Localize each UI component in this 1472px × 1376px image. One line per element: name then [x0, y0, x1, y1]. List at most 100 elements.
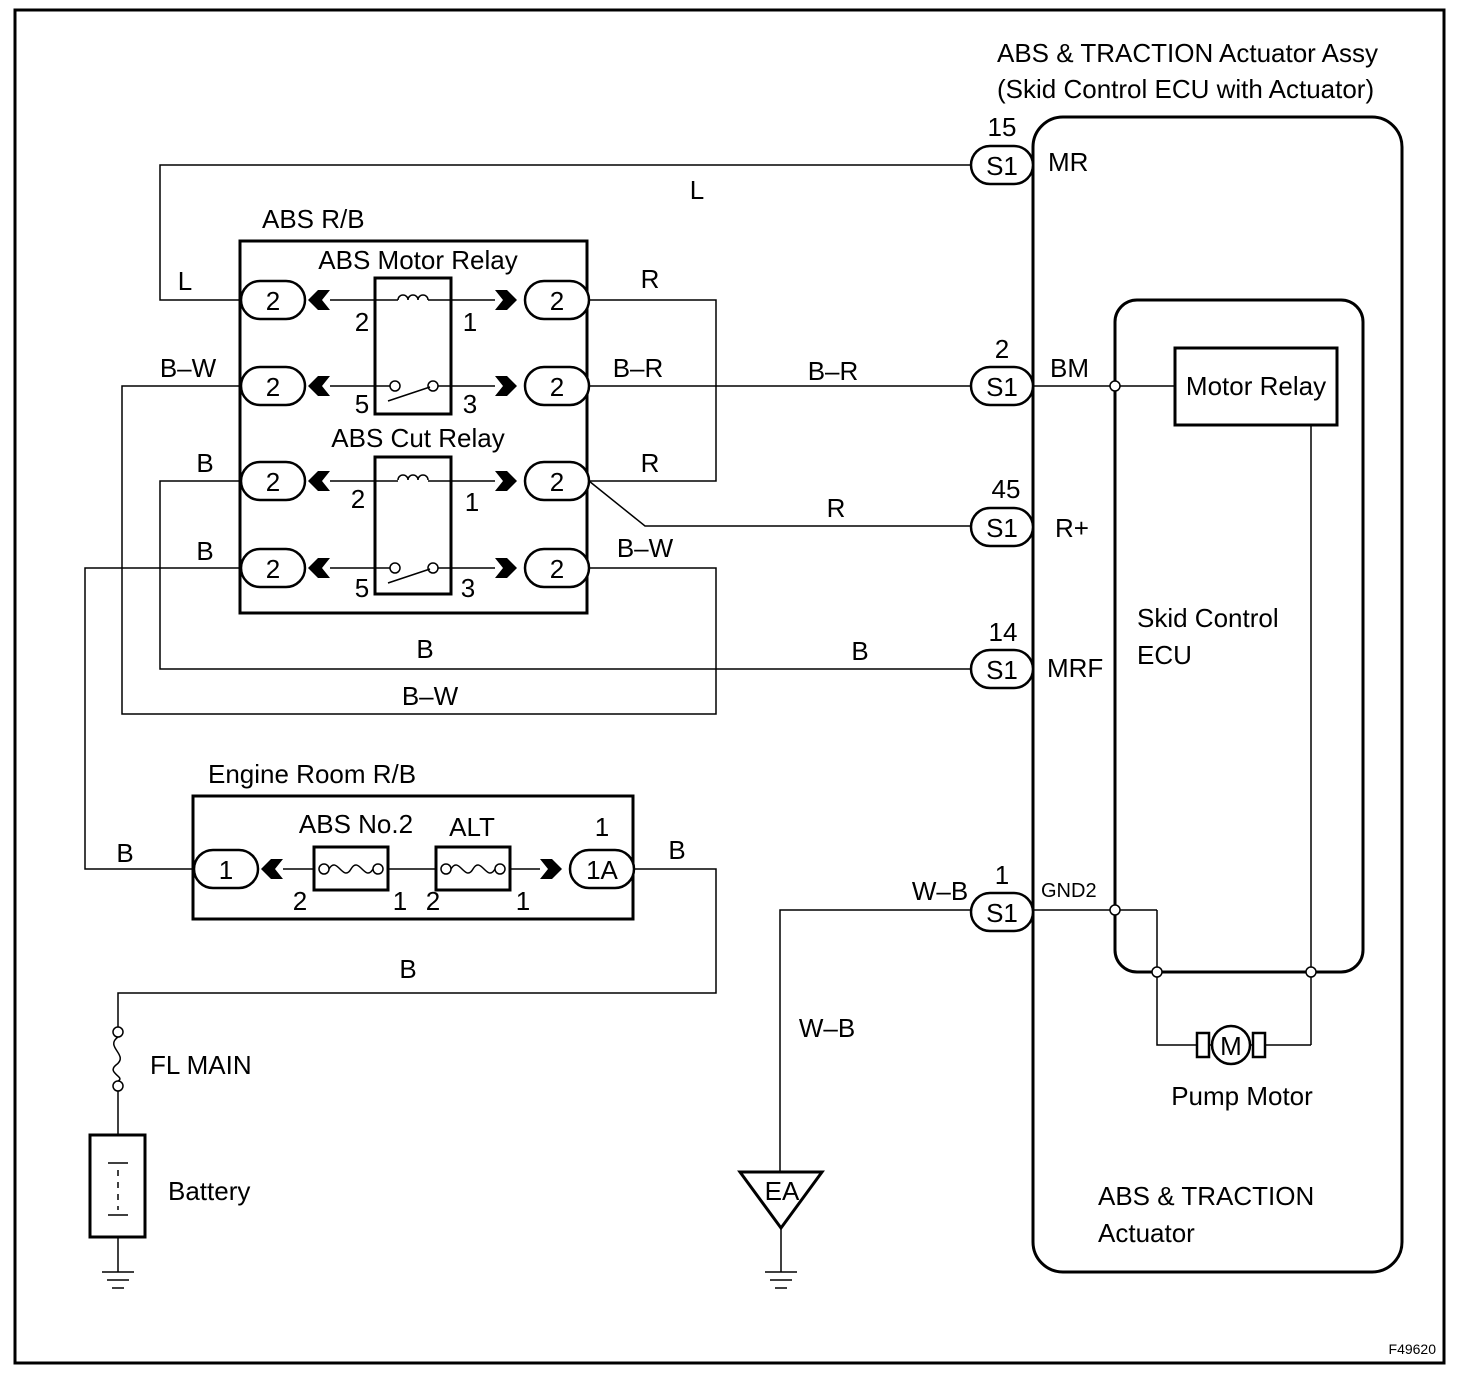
connector-name: S1 [986, 655, 1018, 685]
relay-pin-number: 5 [355, 389, 369, 419]
wire-label: R [641, 448, 660, 478]
rb-connector-label: 2 [550, 372, 564, 402]
relay-pin-number: 5 [355, 573, 369, 603]
fuse-abs-no2-label: ABS No.2 [299, 809, 413, 839]
engine-rb-connector-label: 1A [586, 855, 618, 885]
wire-label: L [690, 175, 704, 205]
wire-label: B [416, 634, 433, 664]
connector-arrow-icon [495, 558, 517, 578]
wire-label: B [116, 838, 133, 868]
terminal-label: MR [1048, 147, 1088, 177]
junction-dot [1305, 966, 1317, 978]
abs-rb-box [238, 239, 589, 615]
connector-arrow-icon [261, 859, 283, 879]
actuator-title-line2: (Skid Control ECU with Actuator) [997, 74, 1374, 104]
fuse-icon [434, 845, 512, 892]
fusible-link-icon [112, 1026, 124, 1092]
wire-r-plus [588, 480, 971, 527]
junction-dot [1109, 380, 1121, 392]
wire-label: W–B [912, 876, 968, 906]
connector-arrow-icon [308, 471, 330, 491]
connector-arrow-icon [308, 290, 330, 310]
fuse-pin-number: 2 [293, 886, 307, 916]
wire-label: B [196, 536, 213, 566]
pump-motor-label: Pump Motor [1171, 1081, 1313, 1111]
wire-b-mrf [159, 480, 971, 670]
wire-label: B–W [617, 533, 674, 563]
abs-rb-title: ABS R/B [262, 204, 365, 234]
motor-relay-label: Motor Relay [1186, 371, 1326, 401]
wire-label: B–W [402, 681, 459, 711]
connector-pin: 14 [989, 617, 1018, 647]
wire-label: L [178, 266, 192, 296]
fuse-pin-number: 1 [393, 886, 407, 916]
junction-dot [1109, 904, 1121, 916]
connector-r-plus: S1 45 R+ [969, 474, 1089, 548]
diagram-frame [13, 8, 1446, 1365]
wire-label: B [668, 835, 685, 865]
wire-b-w [121, 385, 717, 715]
rb-connector-label: 2 [550, 554, 564, 584]
relay-pin-number: 3 [463, 389, 477, 419]
connector-name: S1 [986, 898, 1018, 928]
connector-arrow-icon [308, 558, 330, 578]
ground-icon [102, 1271, 134, 1289]
connector-pin: 45 [992, 474, 1021, 504]
pump-motor-icon [1195, 1024, 1267, 1066]
fuse-icon [312, 845, 390, 892]
wire-label: B [196, 448, 213, 478]
relay-switch-icon [387, 562, 439, 584]
wire-l [159, 164, 971, 301]
engine-rb-connector-label: 1 [219, 855, 233, 885]
skid-control-ecu-box [1113, 298, 1365, 974]
engine-rb-connector [192, 848, 260, 890]
abs-cut-relay-body [373, 455, 453, 596]
fl-main-label: FL MAIN [150, 1050, 252, 1080]
engine-rb-title: Engine Room R/B [208, 759, 416, 789]
rb-connector-label: 2 [550, 286, 564, 316]
wire-label: B–W [160, 353, 217, 383]
connector-arrow-icon [495, 471, 517, 491]
wire-label: W–B [799, 1013, 855, 1043]
connector-arrow-icon [540, 859, 562, 879]
fuse-alt-label: ALT [449, 812, 495, 842]
coil-icon [397, 294, 429, 301]
wire-label: B–R [808, 356, 859, 386]
ground-point-ea-icon [737, 1170, 825, 1231]
terminal-label: R+ [1055, 513, 1089, 543]
relay-pin-number: 1 [465, 487, 479, 517]
ecu-label-line1: Skid Control [1137, 603, 1279, 633]
gnd2-to-motor-wire [1156, 910, 1197, 1046]
relay-pin-number: 1 [463, 307, 477, 337]
engine-rb-box [191, 794, 635, 921]
rb-connector-label: 2 [266, 372, 280, 402]
actuator-bottom-line2: Actuator [1098, 1218, 1195, 1248]
battery-label: Battery [168, 1176, 250, 1206]
figure-id: F49620 [1389, 1341, 1437, 1357]
wire-label: B [851, 636, 868, 666]
ground-icon [765, 1271, 797, 1289]
wire-b-battery [117, 868, 717, 1030]
relay-switch-icon [387, 380, 439, 402]
connector-pin: 15 [988, 112, 1017, 142]
wire-label: B [399, 954, 416, 984]
connector-arrow-icon [495, 290, 517, 310]
terminal-label: MRF [1047, 653, 1103, 683]
wire-w-b [779, 909, 971, 1172]
wire-label: R [641, 264, 660, 294]
abs-cut-relay-label: ABS Cut Relay [331, 423, 504, 453]
wire-r [589, 299, 717, 482]
connector-bm: S1 2 BM [969, 334, 1089, 407]
connector-mrf: S1 14 MRF [969, 617, 1103, 690]
coil-icon [397, 474, 429, 481]
abs-motor-relay-label: ABS Motor Relay [318, 245, 517, 275]
wire-label: B–R [613, 353, 664, 383]
actuator-bottom-line1: ABS & TRACTION [1098, 1181, 1314, 1211]
fuse-pin-number: 1 [516, 886, 530, 916]
connector-gnd2: S1 1 GND2 [969, 860, 1097, 933]
wire-b-engine [84, 567, 241, 870]
relay-pin-number: 3 [461, 573, 475, 603]
connector-arrow-icon [308, 376, 330, 396]
actuator-title-line1: ABS & TRACTION Actuator Assy [997, 38, 1378, 68]
